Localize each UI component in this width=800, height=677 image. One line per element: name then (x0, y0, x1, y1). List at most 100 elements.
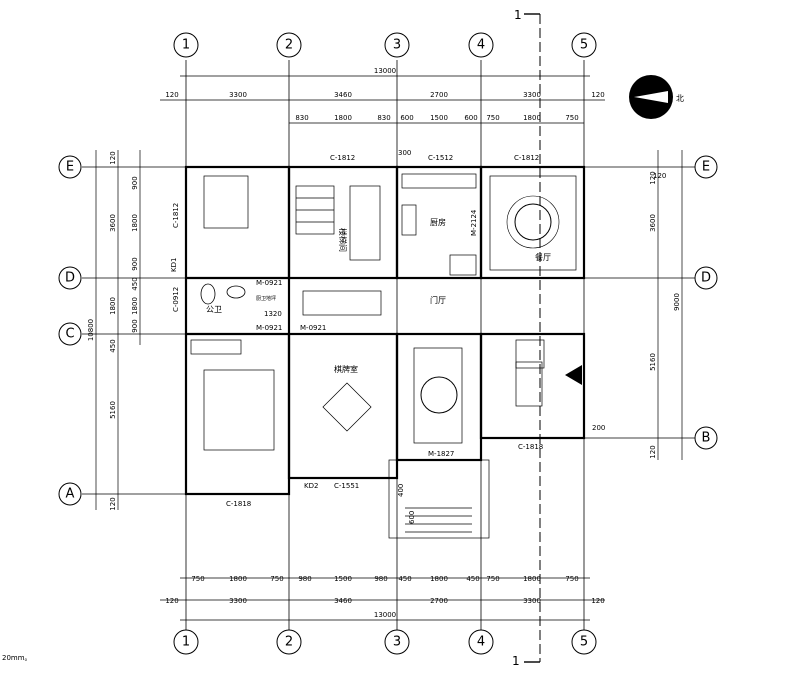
dim-text: 1800 (131, 214, 139, 232)
section-label-top: 1 (514, 8, 522, 22)
axis-label: 4 (477, 635, 485, 650)
dim-text: 450 (109, 339, 117, 352)
axis-label: 3 (393, 635, 401, 650)
dim-total-width: 13000 (374, 67, 396, 75)
dim-text: 1500 (334, 575, 352, 583)
section-label-bottom: 1 (512, 654, 520, 668)
window-tag: C-1812 (514, 154, 539, 162)
dim-text: 120 (649, 171, 657, 184)
window-tag: C-1512 (428, 154, 453, 162)
dim-text: 600 (464, 114, 477, 122)
window-tag: C-1818 (226, 500, 251, 508)
dim-text: 3460 (334, 91, 352, 99)
dim-text: 830 (377, 114, 390, 122)
dim-text: 1800 (430, 575, 448, 583)
axis-label: 1 (182, 38, 190, 53)
dim-note: 400 (397, 484, 405, 497)
dim-text: 3300 (523, 91, 541, 99)
north-label: 北 (676, 94, 684, 103)
dim-text: 120 (591, 597, 604, 605)
dim-text: 1800 (109, 297, 117, 315)
dim-left-total: 10800 (87, 319, 95, 341)
dim-text: 3300 (229, 597, 247, 605)
section-cut-line: 1 1 (512, 8, 541, 668)
bottom-dimensions: 750 1800 750 980 1500 980 450 1800 450 7… (160, 575, 605, 621)
room-label-kitchen: 厨房 (430, 217, 446, 227)
room-labels: 楼梯间 厨房 餐厅 公卫 门厅 棋牌室 (206, 217, 551, 374)
axis-label: B (702, 431, 711, 446)
opening-tag: KD2 (304, 482, 318, 490)
dim-text: 3460 (334, 597, 352, 605)
dim-note: 300 (398, 149, 411, 157)
dim-right-total: 9000 (673, 293, 681, 311)
footnote-b: 厨卫地坪 (256, 295, 276, 302)
axis-label: 4 (477, 38, 485, 53)
dim-text: 750 (191, 575, 204, 583)
top-dimensions: 13000 120 3300 3460 2700 3300 120 830 18… (160, 67, 605, 124)
dim-text: 2700 (430, 597, 448, 605)
dim-text: 1500 (430, 114, 448, 122)
dim-text: 750 (565, 114, 578, 122)
axis-label: 2 (285, 635, 293, 650)
room-label-bathroom: 公卫 (206, 305, 222, 314)
dim-text: 980 (374, 575, 387, 583)
axis-bubbles-top: 1 2 3 4 5 (173, 32, 597, 58)
footnote-a: 20mm。 (2, 654, 32, 662)
dim-text: 750 (270, 575, 283, 583)
axis-label: 3 (393, 38, 401, 53)
dim-text: 1800 (334, 114, 352, 122)
window-tag: C-1818 (518, 443, 543, 451)
opening-labels: C-1812 C-1512 C-1812 C-1812 C-0912 C-181… (170, 149, 666, 524)
axis-label: D (65, 271, 75, 286)
window-tag: C-1812 (330, 154, 355, 162)
window-tag: C-0912 (172, 287, 180, 312)
left-dimensions: 10800 120 3600 1800 450 5160 120 900 180… (87, 150, 141, 511)
north-arrow: 北 (629, 75, 684, 119)
dim-text: 1800 (523, 575, 541, 583)
dim-text: 120 (591, 91, 604, 99)
dim-text: 450 (131, 277, 139, 290)
footnotes: 20mm。 厨卫地坪 (2, 295, 276, 662)
axis-label: A (66, 487, 75, 502)
dim-note: 200 (592, 424, 605, 432)
axis-label: 1 (182, 635, 190, 650)
dim-text: 750 (486, 114, 499, 122)
dim-total-width-bottom: 13000 (374, 611, 396, 619)
axis-label: E (66, 160, 74, 175)
dim-text: 450 (466, 575, 479, 583)
column-axis-lines (185, 60, 585, 630)
door-tag: M-0921 (256, 279, 282, 287)
furniture (190, 173, 582, 451)
door-tag: M-0921 (300, 324, 326, 332)
door-tag: M-0921 (256, 324, 282, 332)
dim-text: 900 (131, 257, 139, 270)
dim-text: 750 (565, 575, 578, 583)
dim-text: 2700 (430, 91, 448, 99)
dim-note: 120 (653, 172, 666, 180)
dim-text: 3600 (109, 214, 117, 232)
dim-note: 1320 (264, 310, 282, 318)
right-dimensions: 120 3600 5160 120 9000 (649, 150, 683, 460)
dim-note: 600 (408, 511, 416, 524)
axis-bubbles-left: E D C A (58, 155, 82, 506)
dim-text: 120 (165, 91, 178, 99)
axis-bubbles-right: E D B (694, 155, 718, 450)
dim-text: 750 (486, 575, 499, 583)
dim-text: 3600 (649, 214, 657, 232)
dim-text: 3300 (523, 597, 541, 605)
door-tag: M-1827 (428, 450, 454, 458)
dim-text: 120 (165, 597, 178, 605)
axis-bubbles-bottom: 1 2 3 4 5 (173, 629, 597, 655)
axis-label: 2 (285, 38, 293, 53)
dim-text: 900 (131, 319, 139, 332)
axis-label: D (701, 271, 711, 286)
dim-text: 1800 (131, 297, 139, 315)
dim-text: 120 (109, 497, 117, 510)
dim-text: 450 (398, 575, 411, 583)
dim-text: 5160 (109, 401, 117, 419)
axis-label: C (65, 327, 74, 342)
dim-text: 1800 (229, 575, 247, 583)
dim-text: 980 (298, 575, 311, 583)
dim-text: 900 (131, 176, 139, 189)
window-tag: C-1551 (334, 482, 359, 490)
